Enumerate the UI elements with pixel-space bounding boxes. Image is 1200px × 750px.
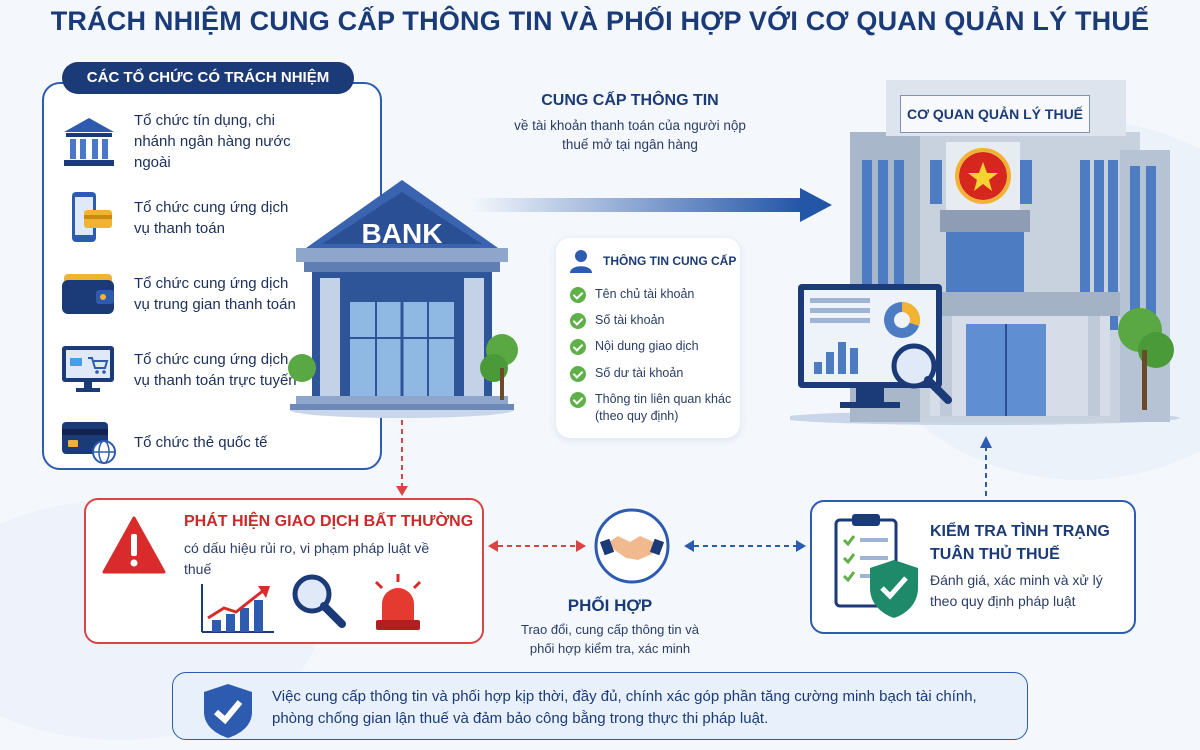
cooperation-subtitle: Trao đổi, cung cấp thông tin và phối hợp… bbox=[520, 622, 700, 656]
bank-sign: BANK bbox=[361, 218, 443, 249]
warning-icon bbox=[102, 516, 166, 574]
info-item: Số dư tài khoản bbox=[570, 365, 735, 382]
check-icon bbox=[570, 313, 586, 329]
info-item: Số tài khoản bbox=[570, 312, 735, 329]
bank-building-icon bbox=[64, 117, 114, 166]
org-label-intermediary: Tổ chức cung ứng dịch vụ trung gian than… bbox=[134, 275, 296, 313]
provide-info-arrow bbox=[470, 188, 832, 222]
footer-text: Việc cung cấp thông tin và phối hợp kịp … bbox=[272, 688, 977, 727]
handshake-icon bbox=[594, 508, 670, 584]
org-item-card: Tổ chức thẻ quốc tế bbox=[58, 414, 358, 470]
rising-chart-icon bbox=[201, 584, 274, 633]
analytics-monitor-icon bbox=[798, 284, 952, 408]
abnormal-subtitle: có dấu hiệu rủi ro, vi phạm pháp luật về… bbox=[184, 540, 430, 577]
check-icon bbox=[570, 339, 586, 355]
org-item-credit: Tổ chức tín dụng, chi nhánh ngân hàng nư… bbox=[58, 110, 358, 173]
siren-icon bbox=[374, 574, 422, 630]
provide-info-subtitle: về tài khoản thanh toán của người nộp th… bbox=[514, 118, 746, 152]
international-card-icon bbox=[62, 422, 116, 464]
org-label-payment: Tổ chức cung ứng dịch vụ thanh toán bbox=[134, 199, 289, 237]
abnormal-title: PHÁT HIỆN GIAO DỊCH BẤT THƯỜNG bbox=[184, 513, 474, 530]
info-item: Nội dung giao dịch bbox=[570, 338, 735, 355]
check-icon bbox=[570, 366, 586, 382]
org-label-credit: Tổ chức tín dụng, chi nhánh ngân hàng nư… bbox=[134, 112, 291, 171]
compliance-subtitle: Đánh giá, xác minh và xử lý theo quy địn… bbox=[930, 572, 1103, 609]
info-item: Tên chủ tài khoản bbox=[570, 286, 735, 303]
check-icon bbox=[570, 287, 586, 303]
footer-banner bbox=[172, 672, 1028, 740]
org-label-card: Tổ chức thẻ quốc tế bbox=[134, 433, 268, 451]
shield-check-icon bbox=[204, 684, 252, 738]
info-provided-title: THÔNG TIN CUNG CẤP bbox=[603, 254, 737, 268]
organizations-header: CÁC TỔ CHỨC CÓ TRÁCH NHIỆM bbox=[62, 62, 354, 94]
online-shopping-icon bbox=[62, 346, 114, 392]
info-item: Thông tin liên quan khác (theo quy định) bbox=[570, 391, 735, 425]
tax-authority-building bbox=[790, 80, 1180, 425]
cooperation-title: PHỐI HỢP bbox=[567, 596, 653, 615]
org-item-payment: Tổ chức cung ứng dịch vụ thanh toán bbox=[58, 190, 358, 246]
org-item-online: Tổ chức cung ứng dịch vụ thanh toán trực… bbox=[58, 342, 358, 398]
clipboard-shield-icon bbox=[834, 514, 918, 618]
mobile-payment-icon bbox=[72, 192, 112, 242]
provide-info-title: CUNG CẤP THÔNG TIN bbox=[541, 92, 719, 109]
compliance-title: KIỂM TRA TÌNH TRẠNG TUÂN THỦ THUẾ bbox=[930, 523, 1110, 563]
check-icon bbox=[570, 392, 586, 408]
page-title: TRÁCH NHIỆM CUNG CẤP THÔNG TIN VÀ PHỐI H… bbox=[50, 6, 1150, 36]
wallet-icon bbox=[62, 274, 114, 314]
org-label-online: Tổ chức cung ứng dịch vụ thanh toán trực… bbox=[134, 351, 297, 389]
org-item-intermediary: Tổ chức cung ứng dịch vụ trung gian than… bbox=[58, 266, 358, 322]
tax-authority-sign: CƠ QUAN QUẢN LÝ THUẾ bbox=[900, 95, 1090, 133]
magnifier-icon bbox=[292, 574, 346, 628]
bank-building bbox=[288, 180, 518, 418]
person-icon bbox=[570, 250, 592, 273]
